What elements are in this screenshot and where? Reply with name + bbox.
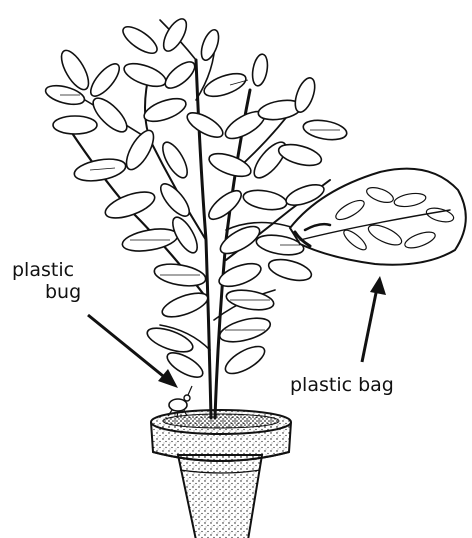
flower-pot xyxy=(151,410,291,538)
plastic-bag-label: plastic bag xyxy=(290,374,394,396)
plastic-bag-drawing xyxy=(290,169,466,265)
plastic-bug-label-line1: plastic xyxy=(12,259,74,281)
plastic-bug-label-line2: bug xyxy=(45,281,81,303)
bag-arrow xyxy=(362,276,386,362)
